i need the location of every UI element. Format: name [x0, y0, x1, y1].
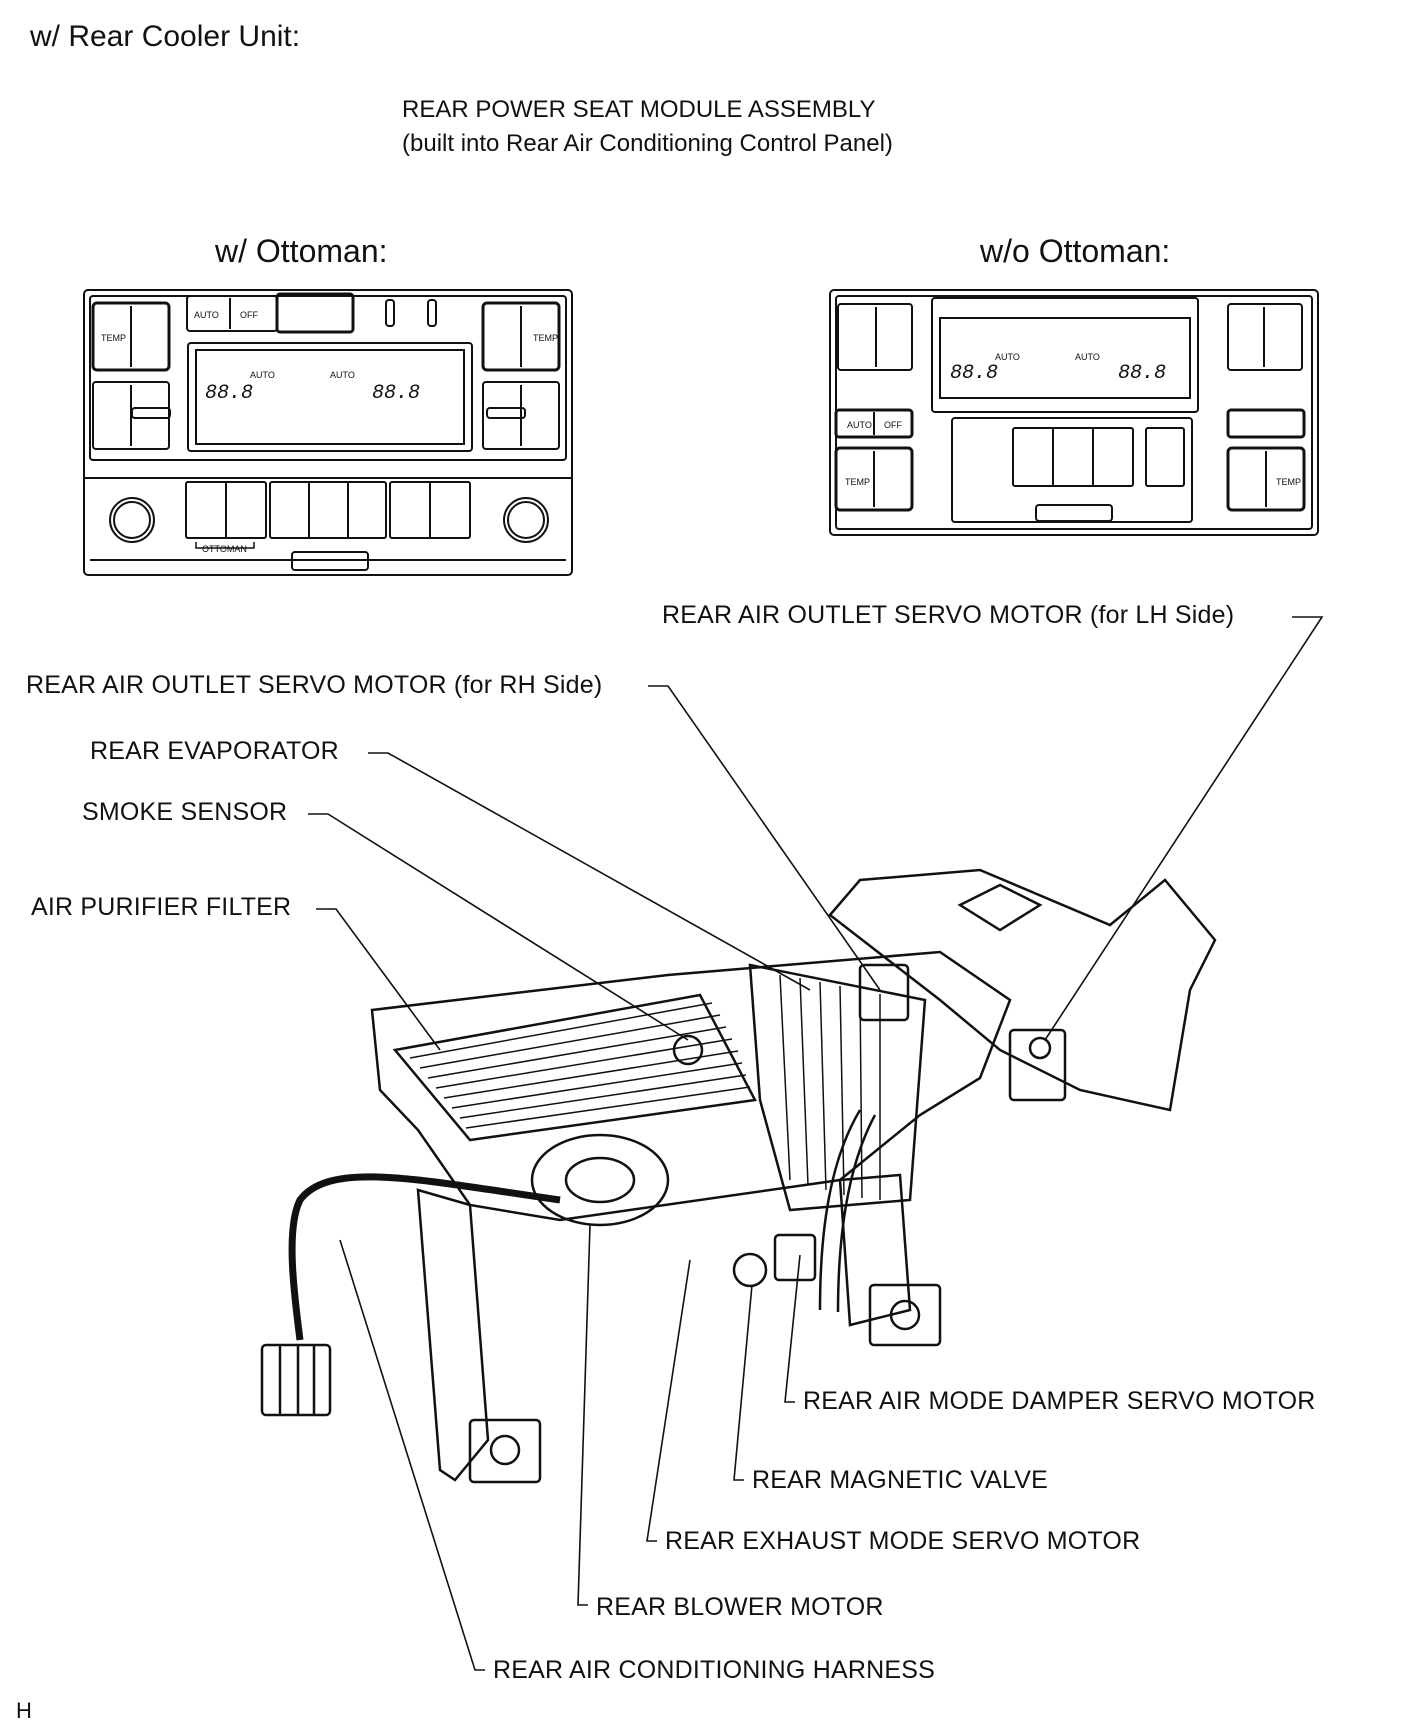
wo-temp-left-text: TEMP — [845, 477, 870, 487]
panel-title-without-ottoman: w/o Ottoman: — [980, 233, 1171, 269]
wo-off-text: OFF — [884, 420, 902, 430]
wo-display-left: 88.8 — [950, 362, 998, 385]
panel-without-ottoman-text: AUTO OFF TEMP TEMP 88.8 88.8 AUTO AUTO — [845, 352, 1301, 487]
w-temp-right-text: TEMP — [533, 333, 558, 343]
label-magnetic-valve: REAR MAGNETIC VALVE — [752, 1466, 1048, 1494]
wo-temp-right-text: TEMP — [1276, 477, 1301, 487]
w-auto-text: AUTO — [194, 310, 219, 320]
figure-code: H — [16, 1698, 32, 1723]
label-harness: REAR AIR CONDITIONING HARNESS — [493, 1656, 935, 1684]
wo-display-right: 88.8 — [1118, 362, 1166, 385]
label-rh-servo: REAR AIR OUTLET SERVO MOTOR (for RH Side… — [26, 671, 603, 699]
panel-with-ottoman-text: AUTO OFF TEMP TEMP 88.8 88.8 AUTO AUTO O… — [101, 310, 558, 554]
diagram-header: w/ Rear Cooler Unit: — [30, 20, 301, 53]
wo-display-auto-right: AUTO — [1075, 352, 1100, 362]
label-blower: REAR BLOWER MOTOR — [596, 1593, 884, 1621]
w-display-left: 88.8 — [205, 382, 253, 405]
w-display-auto-right: AUTO — [330, 370, 355, 380]
rear-cooler-unit-illustration — [260, 868, 1217, 1484]
wo-display-auto-left: AUTO — [995, 352, 1020, 362]
label-mode-damper: REAR AIR MODE DAMPER SERVO MOTOR — [803, 1387, 1316, 1415]
label-exhaust-mode: REAR EXHAUST MODE SERVO MOTOR — [665, 1527, 1141, 1555]
label-evaporator: REAR EVAPORATOR — [90, 737, 339, 765]
w-display-auto-left: AUTO — [250, 370, 275, 380]
w-off-text: OFF — [240, 310, 258, 320]
panel-with-ottoman — [83, 289, 573, 576]
assembly-title: REAR POWER SEAT MODULE ASSEMBLY — [402, 96, 876, 123]
label-lh-servo: REAR AIR OUTLET SERVO MOTOR (for LH Side… — [662, 601, 1235, 629]
w-display-right: 88.8 — [372, 382, 420, 405]
w-temp-left-text: TEMP — [101, 333, 126, 343]
leader-lines — [308, 616, 1324, 1671]
w-ottoman-text: OTTOMAN — [202, 544, 247, 554]
label-air-filter: AIR PURIFIER FILTER — [31, 893, 292, 921]
assembly-subtitle: (built into Rear Air Conditioning Contro… — [402, 130, 893, 157]
label-smoke-sensor: SMOKE SENSOR — [82, 798, 288, 826]
panel-without-ottoman — [829, 289, 1319, 536]
wo-auto-text: AUTO — [847, 420, 872, 430]
panel-title-with-ottoman: w/ Ottoman: — [215, 233, 388, 269]
